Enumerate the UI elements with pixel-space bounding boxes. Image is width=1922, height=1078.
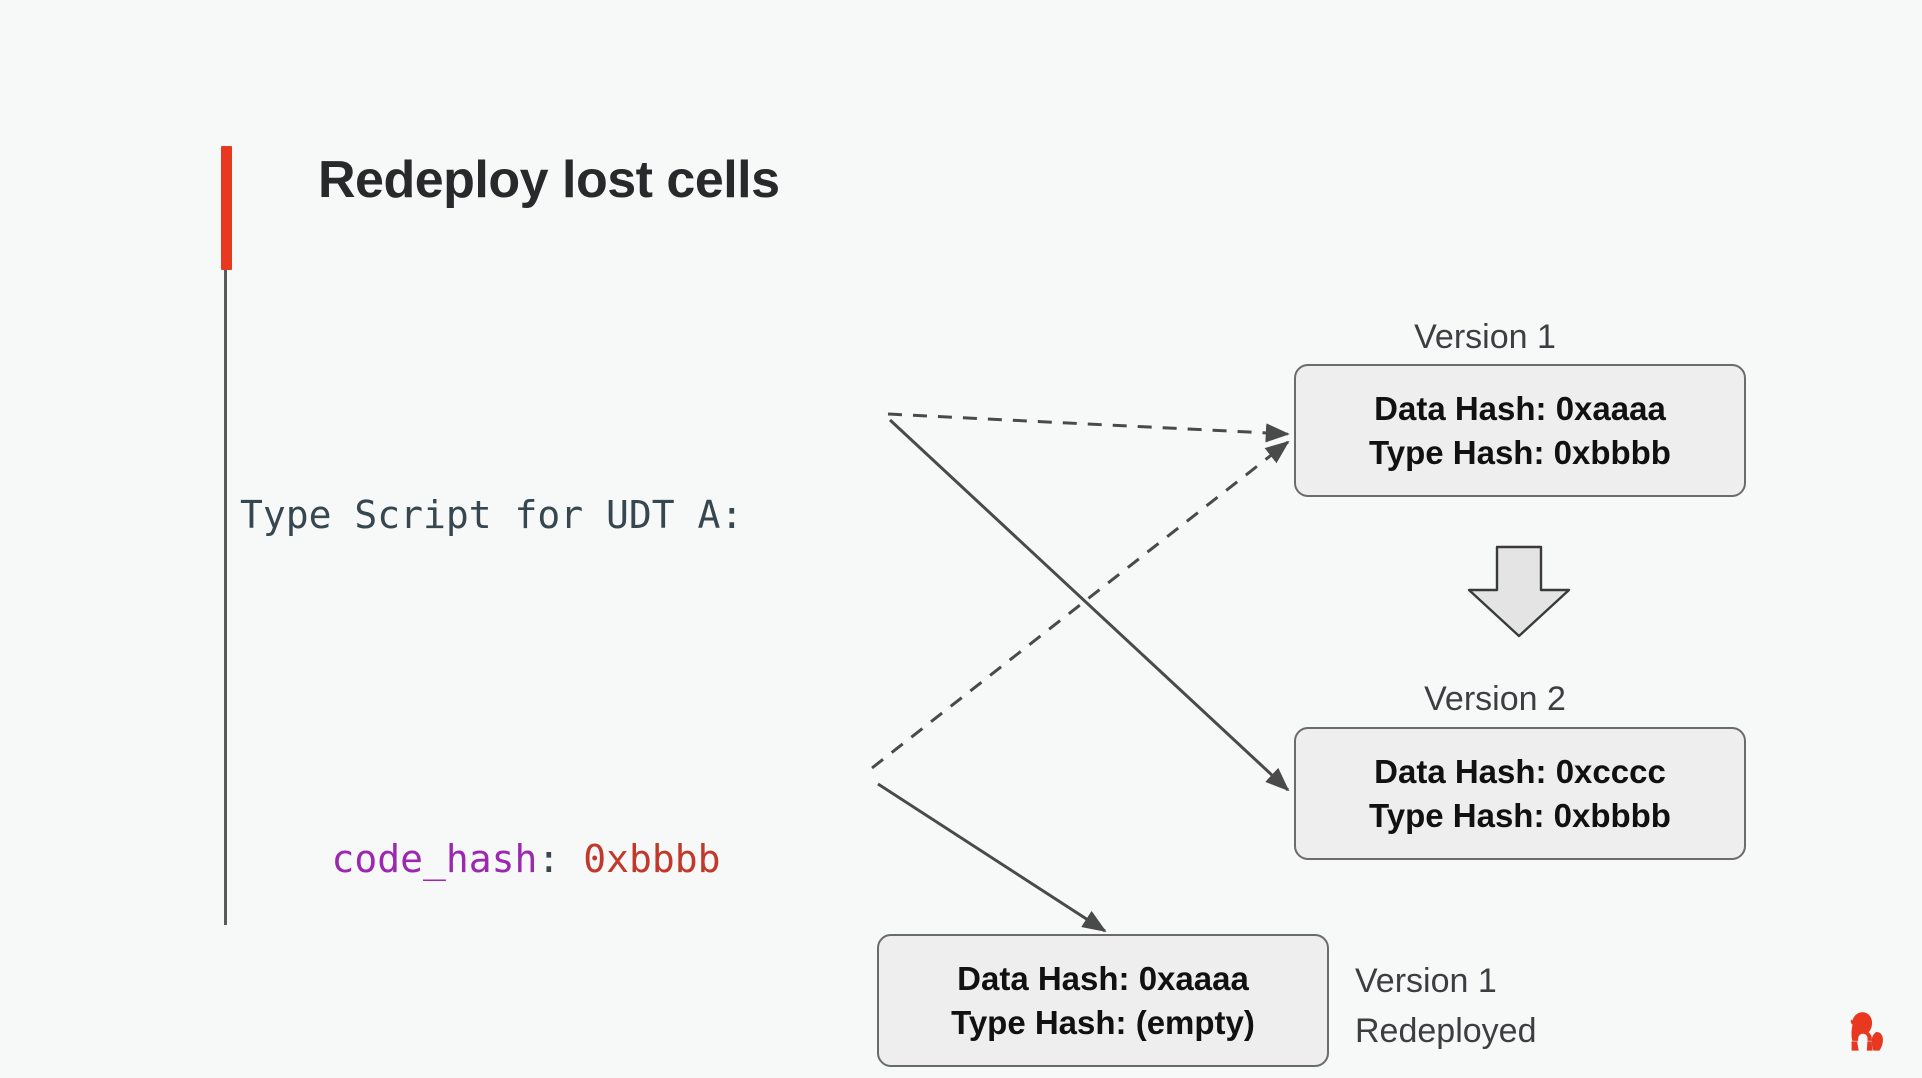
code-space [560, 837, 583, 881]
title-accent-bar [221, 146, 232, 270]
version-2-label: Version 2 [1424, 680, 1566, 718]
connector-bbbb-to-version1 [887, 412, 1290, 443]
connector-aaaa-to-version1 [871, 440, 1290, 770]
vertical-rule [224, 270, 227, 925]
hash-box-redeployed: Data Hash: 0xaaaa Type Hash: (empty) [877, 934, 1329, 1067]
code-block: Type Script for UDT A: code_hash: 0xbbbb… [240, 300, 743, 1078]
connector-aaaa-to-redeployed [877, 782, 1107, 933]
connector-bbbb-to-version2 [888, 418, 1290, 792]
gorilla-logo-icon [1850, 1012, 1883, 1051]
data-hash-line: Data Hash: 0xaaaa [1374, 389, 1666, 427]
code-colon: : [537, 837, 561, 881]
version-1-label: Version 1 [1414, 318, 1556, 356]
hash-box-version-1: Data Hash: 0xaaaa Type Hash: 0xbbbb [1294, 364, 1746, 497]
version-1-redeployed-label: Version 1 Redeployed [1355, 962, 1537, 1050]
type-hash-line: Type Hash: 0xbbbb [1369, 433, 1671, 471]
page-title: Redeploy lost cells [318, 151, 780, 209]
code-value: 0xbbbb [583, 837, 721, 881]
code-line-header-a: Type Script for UDT A: [240, 472, 743, 558]
code-line-a-code-hash: code_hash: 0xbbbb [240, 816, 743, 902]
data-hash-line: Data Hash: 0xcccc [1374, 752, 1666, 790]
block-arrow-down-icon [1467, 545, 1571, 638]
type-hash-line: Type Hash: 0xbbbb [1369, 796, 1671, 834]
hash-box-version-2: Data Hash: 0xcccc Type Hash: 0xbbbb [1294, 727, 1746, 860]
data-hash-line: Data Hash: 0xaaaa [957, 959, 1249, 997]
code-key: code_hash [331, 837, 538, 881]
type-hash-line: Type Hash: (empty) [951, 1003, 1255, 1041]
code-text: Type Script for UDT A: [240, 493, 744, 537]
